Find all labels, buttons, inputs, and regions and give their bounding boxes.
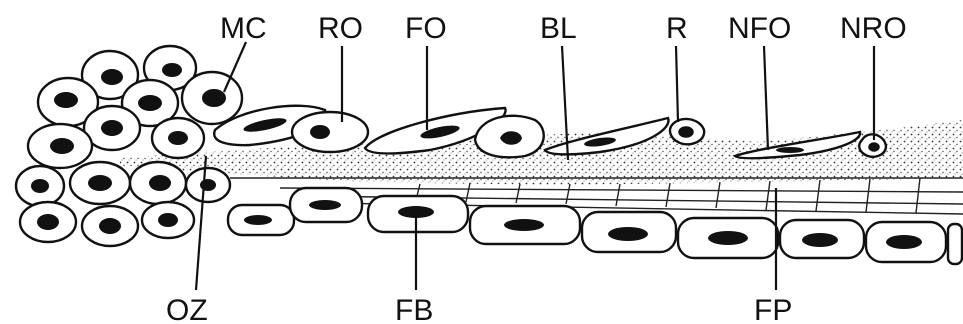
- label-ro: RO: [318, 12, 363, 45]
- leader-nfo: [764, 46, 768, 150]
- label-nro: NRO: [840, 12, 907, 45]
- surface-cells: [214, 106, 886, 158]
- label-r: R: [666, 12, 688, 45]
- label-fo: FO: [405, 12, 447, 45]
- mesenchymal-cells: [16, 46, 242, 246]
- label-fb: FB: [395, 294, 433, 324]
- label-oz: OZ: [166, 294, 208, 324]
- label-nfo: NFO: [728, 12, 791, 45]
- label-fp: FP: [754, 294, 792, 324]
- label-bl: BL: [540, 12, 577, 45]
- label-mc: MC: [220, 12, 267, 45]
- leader-r: [676, 46, 678, 122]
